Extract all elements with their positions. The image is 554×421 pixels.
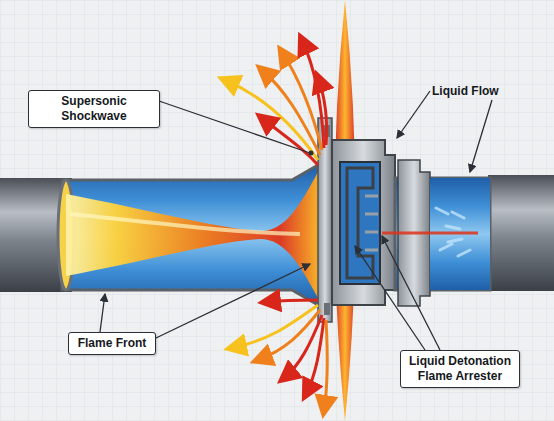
leader-line: [100, 294, 105, 332]
burst-arrow: [318, 78, 327, 145]
burst-arrow: [324, 320, 327, 410]
arrester-element: [365, 196, 378, 250]
flame-front-shape: [66, 172, 318, 298]
leader-line: [470, 100, 492, 172]
burst-arrow: [306, 318, 324, 394]
burst-arrow: [266, 300, 318, 302]
leader-line: [382, 236, 440, 350]
leader-line: [355, 246, 425, 350]
leader-line: [156, 264, 310, 338]
flange-plate: [318, 118, 332, 322]
callout-text: Liquid Detonation Flame Arrester: [407, 354, 513, 384]
arrester-chamber: [340, 162, 380, 284]
leader-dot: [309, 151, 314, 156]
flame-tube: [62, 165, 318, 305]
flow-line: [382, 232, 478, 235]
callout-box: Supersonic Shockwave: [28, 90, 160, 128]
callout-box: Liquid Detonation Flame Arrester: [400, 350, 520, 388]
leader-line: [397, 91, 430, 138]
leader-line: [159, 101, 310, 153]
flange-bolt: [324, 303, 330, 315]
flow-streaks: [436, 208, 470, 256]
callout-box: Flame Front: [68, 332, 156, 355]
callout-text: Flame Front: [75, 336, 149, 351]
arrester-housing: [332, 140, 395, 305]
burst-arrow: [282, 52, 322, 150]
burst-arrow: [258, 310, 320, 360]
burst-arrow: [262, 118, 318, 165]
right-pipe: [488, 175, 554, 291]
flame-core: [70, 214, 300, 234]
burst-arrow: [302, 40, 324, 148]
arrester-baffle: [347, 168, 373, 278]
part-label: Liquid Flow: [432, 84, 499, 98]
callout-text: Supersonic Shockwave: [35, 94, 153, 124]
